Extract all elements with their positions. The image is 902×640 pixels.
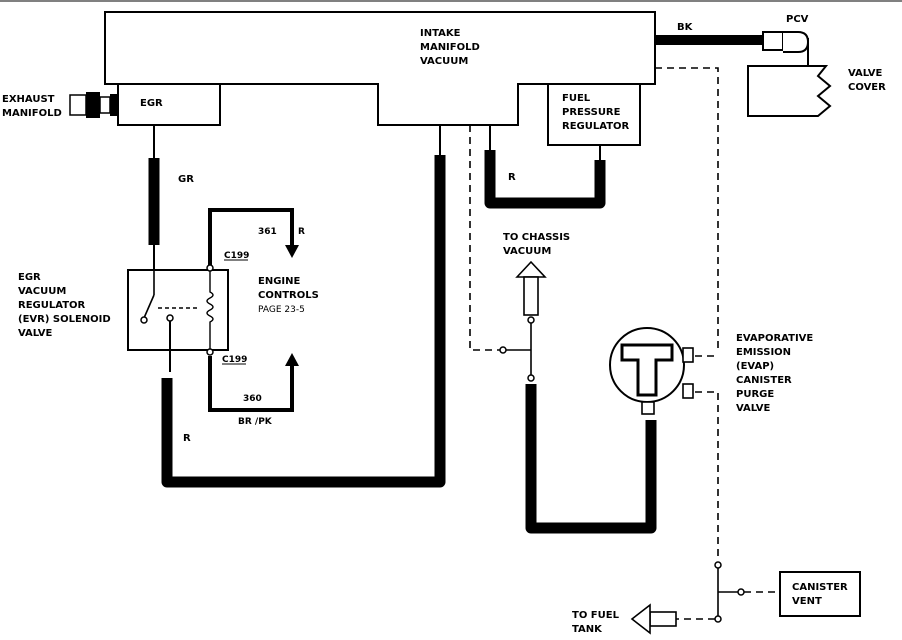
- c199-top-label: C199: [224, 251, 249, 261]
- dashed-intake-to-tee: [469, 125, 500, 351]
- canister-vent-line2: VENT: [792, 596, 822, 607]
- valve-cover-box: [747, 65, 832, 117]
- evr-label-line4: (EVR) SOLENOID: [18, 314, 111, 325]
- canister-vent-line1: CANISTER: [792, 582, 848, 593]
- valve-cover-label-line2: COVER: [848, 82, 886, 93]
- evr-label-line5: VALVE: [18, 328, 53, 339]
- fpr-label-line2: PRESSURE: [562, 107, 621, 118]
- wire-361-arrow: [285, 245, 299, 258]
- evap-label-line5: PURGE: [736, 389, 774, 400]
- exhaust-fitting: [69, 92, 118, 118]
- evr-solenoid-symbol: [140, 264, 214, 356]
- vent-node-top: [714, 561, 722, 569]
- intake-label-line3: VACUUM: [420, 56, 468, 67]
- vent-node-side: [737, 588, 745, 596]
- tee-node-left: [499, 346, 507, 354]
- evap-label-line6: VALVE: [736, 403, 771, 414]
- evap-label-line4: CANISTER: [736, 375, 792, 386]
- wire-361-color-label: R: [298, 227, 305, 237]
- evap-supply-hose: [525, 384, 657, 534]
- engine-controls-line1: ENGINE: [258, 276, 300, 287]
- wire-360: [208, 356, 294, 412]
- intake-label-line1: INTAKE: [420, 28, 461, 39]
- canister-vent-box: [779, 571, 861, 617]
- r-top-label: R: [508, 172, 516, 183]
- gr-label: GR: [178, 174, 194, 185]
- wire-361: [208, 208, 294, 255]
- r-left-label: R: [183, 433, 191, 444]
- chassis-label-line1: TO CHASSIS: [503, 232, 570, 243]
- evr-label-line2: VACUUM: [18, 286, 66, 297]
- fpr-loop-hose: [484, 150, 606, 209]
- engine-controls-line3: PAGE 23-5: [258, 305, 305, 315]
- bk-label: BK: [677, 22, 694, 33]
- main-r-hose: [161, 155, 446, 488]
- fuel-tank-line1: TO FUEL: [572, 610, 620, 621]
- exhaust-label-line1: EXHAUST: [2, 94, 55, 105]
- evr-label-line1: EGR: [18, 272, 41, 283]
- fpr-label-line1: FUEL: [562, 93, 591, 104]
- pcv-label: PCV: [786, 14, 809, 25]
- egr-label: EGR: [140, 98, 163, 109]
- wire-360-label: 360: [243, 394, 262, 404]
- evap-label-line2: EMISSION: [736, 347, 791, 358]
- engine-controls-line2: CONTROLS: [258, 290, 319, 301]
- evap-label-line3: (EVAP): [736, 361, 774, 372]
- c199-bottom-label: C199: [222, 355, 247, 365]
- evap-purge-valve: [609, 327, 694, 415]
- evr-label-line3: REGULATOR: [18, 300, 86, 311]
- valve-cover-label-line1: VALVE: [848, 68, 883, 79]
- fuel-tank-line2: TANK: [572, 624, 603, 635]
- fpr-label-line3: REGULATOR: [562, 121, 630, 132]
- dashed-intake-to-evap: [655, 67, 719, 350]
- exhaust-label-line2: MANIFOLD: [2, 108, 62, 119]
- pcv-valve: [762, 31, 810, 66]
- wire-360-color-label: BR /PK: [238, 417, 273, 427]
- chassis-label-line2: VACUUM: [503, 246, 551, 257]
- fuel-tank-node: [714, 615, 722, 623]
- chassis-vacuum-arrow: [515, 260, 547, 324]
- intake-label-line2: MANIFOLD: [420, 42, 480, 53]
- evr-solenoid-box: [127, 269, 229, 351]
- tee-node-bottom: [527, 374, 535, 382]
- fuel-tank-arrow: [630, 603, 677, 635]
- evap-label-line1: EVAPORATIVE: [736, 333, 813, 344]
- wire-360-arrow: [285, 353, 299, 366]
- wire-361-label: 361: [258, 227, 277, 237]
